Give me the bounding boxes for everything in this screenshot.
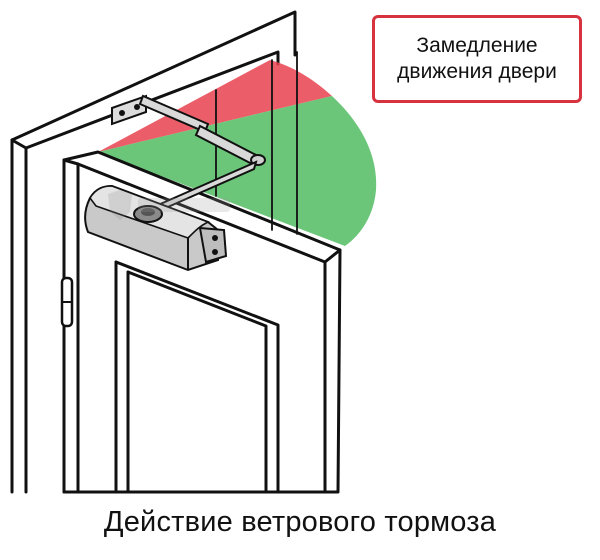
callout-line-1: Замедление	[416, 34, 538, 57]
callout-box: Замедление движения двери	[372, 15, 582, 103]
door-frame	[10, 10, 297, 494]
door-closer-body	[84, 184, 228, 272]
callout-line-2: движения двери	[397, 60, 557, 83]
door-closer-diagram	[10, 10, 377, 494]
shield-logo-watermark	[108, 190, 230, 220]
braking-zone	[98, 60, 332, 152]
diagram-caption: Действие ветрового тормоза	[103, 506, 497, 538]
frame-bracket	[111, 94, 147, 126]
door-leaf	[62, 150, 342, 494]
closer-arm	[138, 94, 266, 217]
hinge	[60, 276, 74, 328]
